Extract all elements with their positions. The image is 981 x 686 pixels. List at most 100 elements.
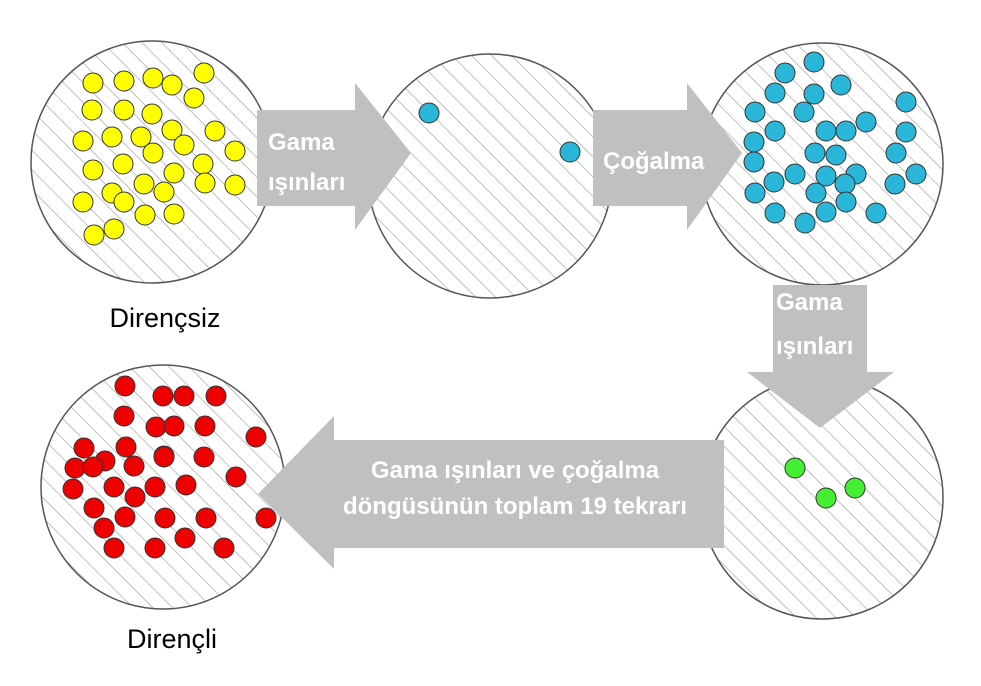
- bacterium-blue: [884, 173, 906, 195]
- bacterium-red: [82, 456, 104, 478]
- bacterium-red: [124, 486, 146, 508]
- bacterium-yellow: [153, 181, 175, 203]
- bacterium-red: [175, 474, 197, 496]
- bacterium-red: [174, 527, 196, 549]
- bacterium-red: [103, 476, 125, 498]
- bacterium-blue: [834, 173, 856, 195]
- bacterium-red: [154, 507, 176, 529]
- bacterium-yellow: [82, 159, 104, 181]
- bacterium-blue: [895, 91, 917, 113]
- bacterium-blue: [815, 120, 837, 142]
- bacterium-yellow: [112, 153, 134, 175]
- bacterium-red: [114, 506, 136, 528]
- bacterium-yellow: [133, 173, 155, 195]
- bacterium-blue: [793, 101, 815, 123]
- bacterium-red: [114, 375, 136, 397]
- arrow-gamma-2-line-2: ışınları: [776, 333, 853, 360]
- bacterium-blue: [743, 151, 765, 173]
- bacterium-blue: [764, 82, 786, 104]
- bacteria-colony-green-survivors: [784, 457, 866, 509]
- arrow-gamma-2-line-1: Gama: [776, 289, 843, 316]
- right-arrow-shape: [257, 83, 411, 230]
- bacteria-colony-blue: [743, 51, 927, 234]
- dish-resistant: [40, 364, 286, 610]
- arrow-cycle-line-2: döngüsünün toplam 19 tekrarı: [343, 493, 687, 520]
- bacterium-blue: [825, 144, 847, 166]
- bacterium-yellow: [194, 172, 216, 194]
- bacterium-yellow: [82, 72, 104, 94]
- bacterium-yellow: [130, 126, 152, 148]
- label-resistant: Dirençli: [127, 624, 217, 654]
- bacterium-yellow: [141, 103, 163, 125]
- bacterium-yellow: [161, 74, 183, 96]
- bacterium-red: [62, 478, 84, 500]
- bacterium-red: [173, 385, 195, 407]
- bacterium-red: [205, 385, 227, 407]
- bacterium-yellow: [163, 203, 185, 225]
- bacterium-blue: [774, 62, 796, 84]
- bacterium-red: [193, 446, 215, 468]
- bacterium-yellow: [163, 162, 185, 184]
- bacteria-colony-blue-survivors: [418, 102, 581, 163]
- bacterium-red: [93, 517, 115, 539]
- bacterium-yellow: [173, 134, 195, 156]
- bacterium-yellow: [142, 142, 164, 164]
- bacterium-yellow: [204, 120, 226, 142]
- bacterium-yellow: [224, 140, 246, 162]
- dish-after-gamma: [367, 53, 613, 299]
- bacterium-red: [195, 507, 217, 529]
- arrow-multiply-label: Çoğalma: [603, 148, 705, 175]
- bacterium-green: [815, 487, 837, 509]
- bacterium-red: [153, 446, 175, 468]
- bacterium-blue: [803, 83, 825, 105]
- petri-dish: [367, 53, 613, 299]
- bacterium-red: [73, 437, 95, 459]
- arrow-gamma-1-line-1: Gama: [268, 129, 335, 156]
- bacterium-yellow: [113, 191, 135, 213]
- bacterium-red: [225, 466, 247, 488]
- bacteria-colony-red: [62, 375, 277, 559]
- bacterium-red: [113, 405, 135, 427]
- bacterium-blue: [763, 171, 785, 193]
- arrow-gamma-1: Gama ışınları: [257, 83, 411, 230]
- bacterium-blue: [764, 120, 786, 142]
- bacterium-red: [194, 415, 216, 437]
- bacterium-yellow: [192, 153, 214, 175]
- bacterium-blue: [744, 182, 766, 204]
- bacterium-yellow: [193, 62, 215, 84]
- bacterium-blue: [885, 142, 907, 164]
- bacterium-red: [152, 385, 174, 407]
- bacterium-yellow: [103, 218, 125, 240]
- arrow-multiply: Çoğalma: [593, 83, 742, 230]
- bacterium-blue: [804, 142, 826, 164]
- bacterium-green: [784, 457, 806, 479]
- arrow-cycle: Gama ışınları ve çoğalma döngüsünün topl…: [258, 416, 724, 569]
- label-nonresistant: Dirençsiz: [109, 303, 220, 333]
- bacterium-yellow: [81, 99, 103, 121]
- down-arrow-shape: [747, 285, 894, 428]
- bacterium-blue: [803, 51, 825, 73]
- dish-after-gamma-2: [700, 376, 944, 620]
- bacterium-blue: [805, 182, 827, 204]
- bacterium-blue: [815, 201, 837, 223]
- bacterium-yellow: [113, 70, 135, 92]
- bacterium-red: [115, 436, 137, 458]
- bacterium-yellow: [134, 204, 156, 226]
- bacterium-yellow: [183, 87, 205, 109]
- bacterium-blue: [418, 102, 440, 124]
- bacterium-blue: [559, 141, 581, 163]
- bacterium-blue: [743, 131, 765, 153]
- dish-after-multiply: [700, 42, 944, 286]
- bacterium-yellow: [101, 126, 123, 148]
- bacterium-blue: [855, 111, 877, 133]
- bacterium-blue: [835, 191, 857, 213]
- bacterium-blue: [865, 202, 887, 224]
- dish-nonresistant: [30, 40, 274, 284]
- arrow-cycle-line-1: Gama ışınları ve çoğalma: [371, 457, 660, 484]
- bacterium-red: [103, 537, 125, 559]
- bacterium-blue: [794, 212, 816, 234]
- bacterium-blue: [764, 202, 786, 224]
- petri-dish: [700, 42, 944, 286]
- arrow-gamma-1-line-2: ışınları: [268, 169, 345, 196]
- bacterium-blue: [905, 163, 927, 185]
